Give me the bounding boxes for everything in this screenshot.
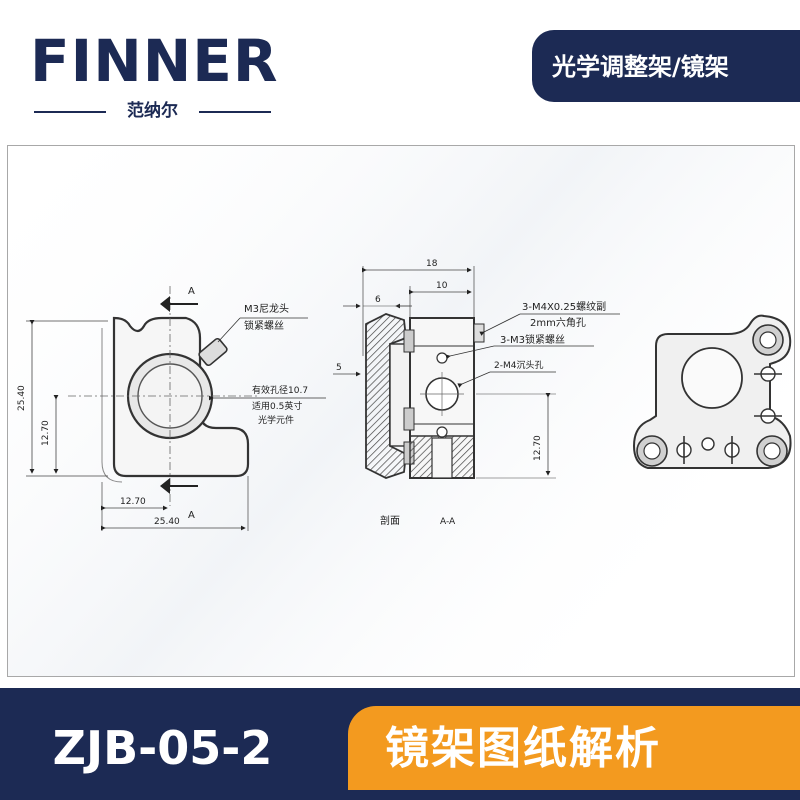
brand-subtitle: 范纳尔 [30, 100, 275, 122]
section-arrow-bottom [160, 478, 170, 494]
dim-width-text: 25.40 [154, 517, 180, 527]
category-label: 光学调整架/镜架 [552, 53, 729, 81]
small-hole-bottom [436, 426, 448, 438]
nylon-tip-screw [198, 337, 228, 367]
section-title-suffix: A-A [440, 517, 456, 527]
callout-leader-adjust [479, 313, 521, 336]
counterbore-rear [701, 437, 715, 451]
dim-center-width-text: 12.70 [120, 497, 146, 507]
dim-center-height-text: 12.70 [41, 420, 51, 446]
section-arrow-top [160, 296, 170, 312]
callout-lock-text: 3-M3锁紧螺丝 [500, 333, 565, 346]
category-banner [532, 30, 800, 102]
adjuster-bottom-left [636, 435, 668, 467]
counterbore-hole [431, 437, 453, 479]
technical-drawing: A A 25.40 12.70 12.70 25.40 M3尼龙头 锁紧螺丝 [8, 146, 794, 676]
callout-adjust-line1: 3-M4X0.25螺纹副 [522, 300, 606, 313]
rear-bore [681, 347, 743, 409]
small-hole-top [436, 352, 448, 364]
lock-screw-bottom [676, 436, 692, 464]
caption-tab [348, 706, 800, 790]
callout-aperture-line2: 适用0.5英寸 [252, 400, 302, 412]
dim-10-text: 10 [436, 281, 448, 291]
brand-divider-left [34, 111, 106, 113]
callout-aperture-line3: 光学元件 [258, 414, 294, 426]
callout-screw-line2: 锁紧螺丝 [244, 319, 284, 332]
thread-stud-mid [403, 407, 415, 431]
callout-counterbore-text: 2-M4沉头孔 [494, 360, 543, 371]
model-number: ZJB-05-2 [52, 721, 273, 775]
callout-leader-lock [445, 345, 495, 360]
callout-screw-line1: M3尼龙头 [244, 302, 289, 315]
section-mark-bottom: A [188, 510, 195, 521]
brand-divider-right [199, 111, 271, 113]
brand-name: FINNER [30, 27, 279, 95]
section-mark-top: A [188, 286, 195, 297]
callout-leader-counterbore [457, 371, 491, 388]
section-ring-inner [389, 343, 411, 447]
lock-screw-right [754, 366, 782, 382]
adjuster-bottom-right [756, 435, 788, 467]
front-view: A A 25.40 12.70 12.70 25.40 M3尼龙头 锁紧螺丝 [17, 286, 326, 531]
rear-view [632, 314, 792, 469]
callout-aperture-line1: 有效孔径10.7 [252, 384, 308, 396]
body-edge-line [101, 328, 123, 483]
callout-leader-screw [217, 317, 241, 343]
dim-sec-height-text: 12.70 [533, 435, 543, 461]
brand-logo: FINNER 范纳尔 [30, 27, 279, 121]
thread-stud-top [403, 329, 415, 353]
screw-head-right [473, 323, 485, 343]
lock-screw-right-2 [754, 408, 782, 424]
section-title: 剖面 [380, 514, 400, 527]
caption-text: 镜架图纸解析 [385, 723, 661, 774]
section-view: 18 10 6 5 [333, 259, 620, 527]
dim-6-text: 6 [375, 295, 381, 305]
drawing-panel: A A 25.40 12.70 12.70 25.40 M3尼龙头 锁紧螺丝 [7, 145, 795, 677]
dim-18-text: 18 [426, 259, 438, 269]
brand-subtitle-text: 范纳尔 [127, 101, 178, 121]
adjuster-top-right [752, 324, 784, 356]
lock-screw-bottom-2 [724, 436, 740, 464]
dim-5-text: 5 [336, 363, 342, 373]
callout-adjust-line2: 2mm六角孔 [530, 317, 586, 329]
dim-height-text: 25.40 [17, 385, 27, 411]
